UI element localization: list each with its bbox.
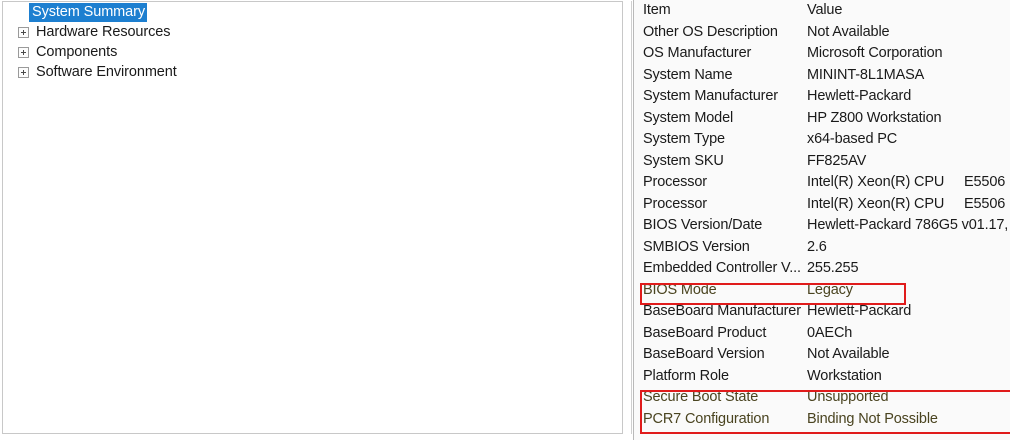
- cell-value: 2.6: [807, 238, 827, 255]
- expand-plus-icon[interactable]: [18, 46, 29, 58]
- cell-item: BaseBoard Product: [643, 324, 767, 341]
- cell-item: Other OS Description: [643, 23, 778, 40]
- cell-item: System Name: [643, 66, 733, 83]
- tree-item-label: System Summary: [29, 2, 148, 22]
- cell-item: Secure Boot State: [643, 389, 759, 405]
- cell-value: Intel(R) Xeon(R) CPU: [807, 195, 945, 212]
- cell-item: BIOS Mode: [643, 281, 717, 298]
- table-header-row[interactable]: Item Value: [634, 0, 1010, 22]
- table-row[interactable]: PCR7 Configuration Binding Not Possible: [634, 409, 1010, 431]
- table-row[interactable]: System Manufacturer Hewlett-Packard: [634, 86, 1010, 108]
- cell-value: Intel(R) Xeon(R) CPU: [807, 174, 945, 190]
- cell-value: x64-based PC: [807, 131, 898, 147]
- table-row[interactable]: BIOS Mode Legacy: [634, 280, 1010, 302]
- pane-splitter[interactable]: [622, 1, 632, 434]
- cell-value: 255.255: [807, 260, 859, 276]
- tree-item-label: Components: [36, 44, 118, 60]
- tree-item-label: Hardware Resources: [36, 24, 171, 40]
- cell-item: Processor: [643, 195, 707, 212]
- cell-value: Binding Not Possible: [807, 410, 938, 427]
- column-header-value: Value: [807, 2, 843, 18]
- cell-value-extra: E5506: [964, 174, 1006, 190]
- tree-item-hardware-resources[interactable]: Hardware Resources: [3, 22, 622, 42]
- cell-value: Microsoft Corporation: [807, 45, 943, 61]
- table-row[interactable]: System Type x64-based PC: [634, 129, 1010, 151]
- table-row[interactable]: Processor Intel(R) Xeon(R) CPU E5506: [634, 172, 1010, 194]
- table-row[interactable]: BaseBoard Version Not Available: [634, 344, 1010, 366]
- expand-plus-icon[interactable]: [18, 66, 29, 78]
- tree-item-components[interactable]: Components: [3, 42, 622, 62]
- column-header-item: Item: [643, 2, 671, 18]
- table-row[interactable]: BIOS Version/Date Hewlett-Packard 786G5 v…: [634, 215, 1010, 237]
- cell-item: Processor: [643, 174, 707, 190]
- cell-item: System Model: [643, 109, 734, 126]
- cell-item: BIOS Version/Date: [643, 217, 763, 233]
- cell-value: Workstation: [807, 367, 882, 384]
- cell-item: Platform Role: [643, 367, 729, 384]
- table-row[interactable]: Secure Boot State Unsupported: [634, 387, 1010, 409]
- cell-item: System SKU: [643, 152, 724, 169]
- tree-item-software-environment[interactable]: Software Environment: [3, 62, 622, 82]
- table-row[interactable]: System Name MININT-8L1MASA: [634, 65, 1010, 87]
- cell-value: Not Available: [807, 346, 890, 362]
- table-row[interactable]: Embedded Controller V... 255.255: [634, 258, 1010, 280]
- table-row[interactable]: BaseBoard Product 0AECh: [634, 323, 1010, 345]
- cell-value: Hewlett-Packard 786G5 v01.17, 8/: [807, 217, 1010, 233]
- table-row[interactable]: SMBIOS Version 2.6: [634, 237, 1010, 259]
- cell-item: OS Manufacturer: [643, 45, 752, 61]
- cell-value: Legacy: [807, 281, 853, 298]
- cell-value: HP Z800 Workstation: [807, 109, 942, 126]
- cell-value: FF825AV: [807, 152, 867, 169]
- cell-item: Embedded Controller V...: [643, 260, 801, 276]
- cell-value-extra: E5506: [964, 195, 1006, 212]
- table-row[interactable]: BaseBoard Manufacturer Hewlett-Packard: [634, 301, 1010, 323]
- cell-item: PCR7 Configuration: [643, 410, 770, 427]
- tree-item-system-summary[interactable]: System Summary: [3, 2, 622, 22]
- table-row[interactable]: System SKU FF825AV: [634, 151, 1010, 173]
- cell-value: 0AECh: [807, 324, 853, 341]
- cell-value: MININT-8L1MASA: [807, 66, 925, 83]
- cell-value: Unsupported: [807, 389, 889, 405]
- tree-item-label: Software Environment: [36, 64, 177, 80]
- table-row[interactable]: Platform Role Workstation: [634, 366, 1010, 388]
- cell-item: System Type: [643, 131, 725, 147]
- cell-item: BaseBoard Manufacturer: [643, 303, 801, 319]
- table-row[interactable]: OS Manufacturer Microsoft Corporation: [634, 43, 1010, 65]
- table-row[interactable]: Processor Intel(R) Xeon(R) CPU E5506: [634, 194, 1010, 216]
- table-row[interactable]: System Model HP Z800 Workstation: [634, 108, 1010, 130]
- expand-plus-icon[interactable]: [18, 26, 29, 38]
- cell-value: Hewlett-Packard: [807, 88, 912, 104]
- cell-value: Hewlett-Packard: [807, 303, 912, 319]
- table-row[interactable]: Other OS Description Not Available: [634, 22, 1010, 44]
- cell-item: System Manufacturer: [643, 88, 778, 104]
- cell-item: SMBIOS Version: [643, 238, 750, 255]
- cell-item: BaseBoard Version: [643, 346, 765, 362]
- cell-value: Not Available: [807, 23, 890, 40]
